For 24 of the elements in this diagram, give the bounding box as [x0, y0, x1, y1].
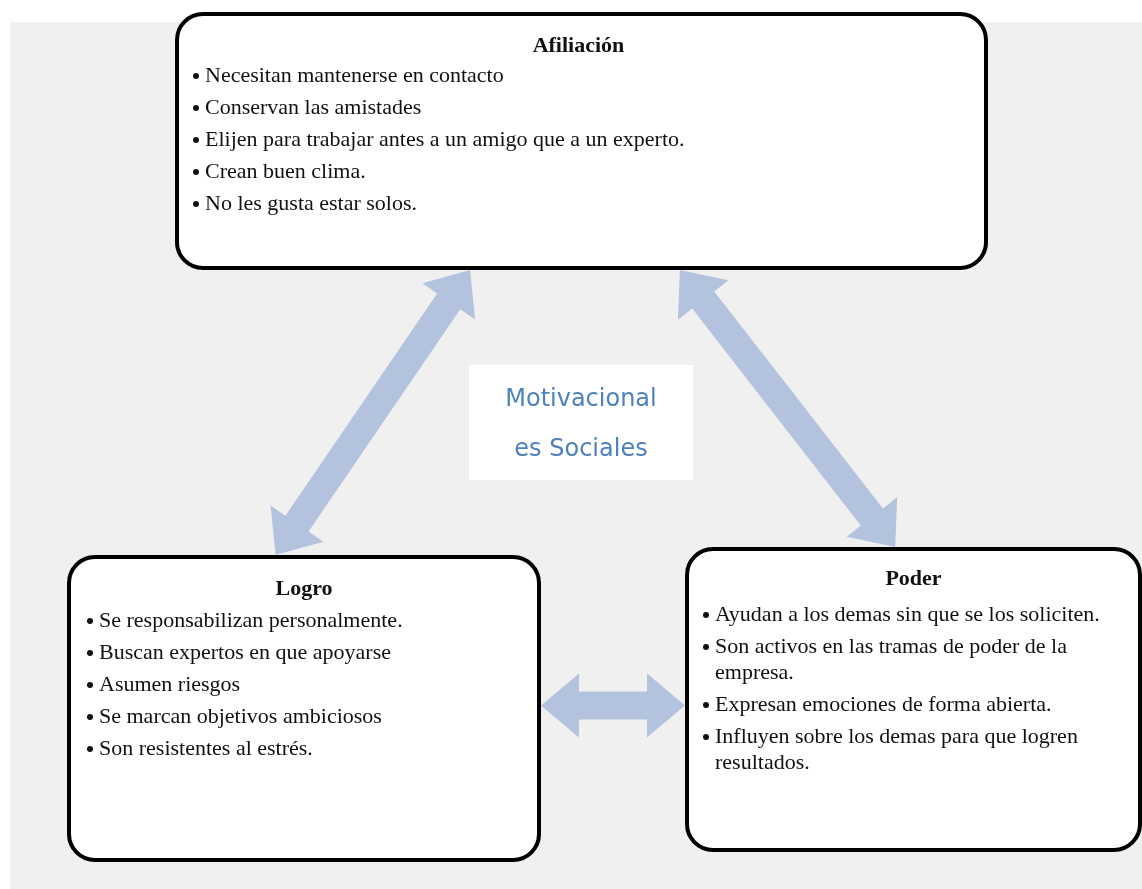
double-arrow: [677, 270, 898, 547]
box-heading: Poder: [885, 565, 942, 591]
double-arrow: [541, 673, 685, 738]
title-text: Motivacionales Sociales: [504, 382, 658, 464]
box-heading: Afiliación: [532, 32, 625, 58]
bullet-item: Buscan expertos en que apoyarse: [99, 639, 391, 665]
bullet-item: Elijen para trabajar antes a un amigo que a un experto.: [205, 126, 685, 152]
rounded-text-box: [175, 12, 988, 270]
bullet-item: Expresan emociones de forma abierta.: [715, 691, 1052, 717]
bullet-item: Conservan las amistades: [205, 94, 422, 120]
rounded-text-box: [67, 555, 541, 862]
bullet-item: Necesitan mantenerse en contacto: [205, 62, 504, 88]
bullet-item: Crean buen clima.: [205, 158, 366, 184]
bullet-item: Se marcan objetivos ambiciosos: [99, 703, 382, 729]
bullet-item: Asumen riesgos: [99, 671, 241, 697]
bullet-item: No les gusta estar solos.: [205, 190, 418, 216]
bullet-item: Se responsabilizan personalmente.: [99, 607, 403, 633]
bullet-item: Ayudan a los demas sin que se los soliciten.: [715, 601, 1100, 627]
rounded-text-box: [685, 547, 1142, 852]
bullet-item: Son activos en las tramas de poder de la empresa.: [715, 633, 1068, 685]
double-arrow: [270, 270, 476, 555]
bullet-item: Son resistentes al estrés.: [99, 735, 313, 761]
bullet-item: Influyen sobre los demas para que logren resultados.: [715, 723, 1079, 775]
box-heading: Logro: [275, 575, 333, 601]
